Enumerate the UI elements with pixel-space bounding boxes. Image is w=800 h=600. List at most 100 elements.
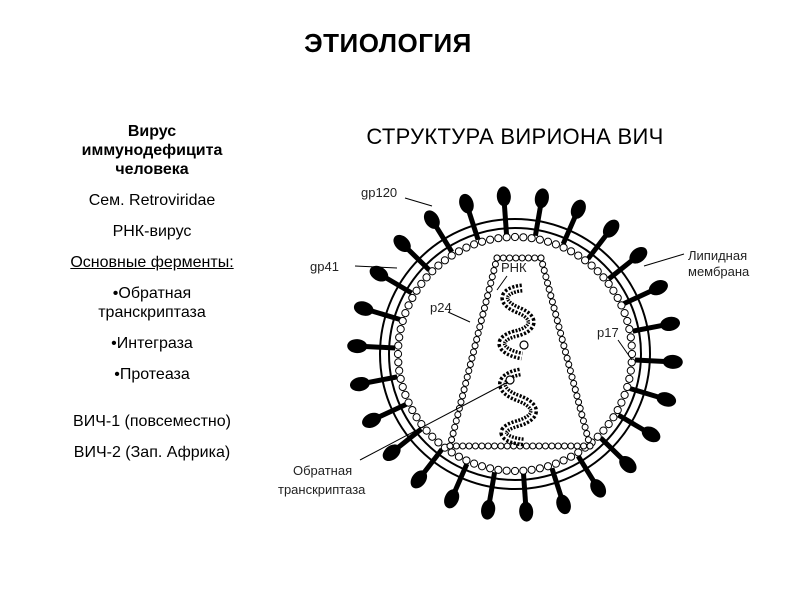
p24-bead bbox=[465, 367, 473, 375]
p17-bead bbox=[587, 261, 596, 270]
p24-bead bbox=[493, 254, 501, 262]
p24-bead bbox=[576, 404, 584, 412]
p24-bead bbox=[557, 329, 565, 337]
p24-bead bbox=[539, 260, 547, 268]
p24-bead bbox=[550, 304, 558, 312]
p24-bead bbox=[503, 442, 511, 450]
enzyme-integrase: •Интеграза bbox=[111, 335, 193, 352]
p17-bead bbox=[394, 358, 403, 367]
p17-bead bbox=[593, 432, 602, 441]
p24-bead bbox=[571, 386, 579, 394]
p17-bead bbox=[626, 366, 635, 375]
gp120-knob bbox=[656, 392, 677, 407]
p24-bead bbox=[537, 254, 545, 262]
gp41-stalk bbox=[421, 447, 444, 475]
gp41-stalk bbox=[598, 436, 624, 461]
p17-bead bbox=[428, 267, 437, 276]
p24-bead bbox=[568, 373, 576, 381]
p24-bead bbox=[560, 342, 568, 350]
gp120-knob bbox=[660, 316, 681, 332]
p24-bead bbox=[497, 442, 505, 450]
p17-bead bbox=[486, 464, 495, 473]
p17-bead bbox=[566, 247, 576, 256]
p24-bead bbox=[448, 436, 456, 444]
p17-bead bbox=[625, 374, 634, 383]
p17-bead bbox=[535, 235, 544, 244]
p17-bead bbox=[551, 240, 560, 249]
p24-bead bbox=[482, 298, 490, 306]
label-p24: p24 bbox=[430, 300, 452, 315]
rna-helix-2-core bbox=[501, 371, 535, 443]
virus-name-line-1: Вирус bbox=[127, 123, 177, 140]
p24-bead bbox=[565, 361, 573, 369]
p17-bead bbox=[527, 465, 536, 474]
p17-bead bbox=[574, 251, 583, 260]
gp41-stalk bbox=[377, 402, 408, 420]
glycoprotein-spikes bbox=[347, 186, 683, 522]
gp120-knob bbox=[570, 199, 586, 219]
p17-bead bbox=[559, 243, 568, 252]
enzymes-heading: Основные ферменты: bbox=[70, 254, 234, 271]
p17-bead bbox=[581, 256, 590, 265]
p17-bead bbox=[404, 398, 413, 407]
p17-bead bbox=[609, 413, 618, 422]
p24-bead bbox=[555, 323, 563, 331]
p17-bead bbox=[494, 465, 503, 474]
p17-bead bbox=[412, 286, 421, 295]
p24-bead bbox=[573, 392, 581, 400]
p17-bead bbox=[434, 438, 443, 447]
p24-bead bbox=[474, 329, 482, 337]
p24-bead bbox=[542, 273, 550, 281]
p24-bead bbox=[485, 285, 493, 293]
lipid-membrane-leader bbox=[643, 253, 685, 267]
p17-bead bbox=[412, 413, 421, 422]
p24-bead bbox=[471, 442, 479, 450]
p17-bead bbox=[551, 459, 560, 468]
p17-bead bbox=[494, 234, 503, 243]
p17-bead bbox=[627, 341, 636, 350]
gp120-knob bbox=[629, 246, 648, 264]
p17-bead bbox=[396, 325, 405, 334]
p17-bead bbox=[396, 374, 405, 383]
p24-bead bbox=[463, 373, 471, 381]
p17-bead bbox=[559, 456, 568, 465]
p24-bead bbox=[581, 423, 589, 431]
gp120-knob bbox=[590, 479, 607, 498]
gp120-knob bbox=[393, 234, 411, 253]
p17-bead bbox=[454, 452, 464, 461]
gp120-leader bbox=[404, 197, 433, 207]
p17-bead bbox=[408, 293, 417, 303]
capsid-beads bbox=[446, 254, 594, 450]
p17-bead bbox=[543, 237, 553, 246]
p17-leader bbox=[617, 339, 633, 361]
p24-bead bbox=[479, 310, 487, 318]
enzyme-reverse-transcriptase-line-2: транскриптаза bbox=[98, 304, 206, 321]
p24-bead bbox=[562, 348, 569, 356]
gp41-stalk bbox=[560, 215, 578, 246]
p24-bead bbox=[575, 398, 583, 406]
p17-bead bbox=[398, 382, 407, 392]
p17-bead bbox=[519, 233, 528, 242]
p24-bead bbox=[484, 292, 492, 300]
p17-bead bbox=[617, 301, 626, 310]
gp120-knob bbox=[382, 444, 401, 462]
p17-bead bbox=[434, 261, 443, 270]
p17-bead bbox=[502, 466, 511, 475]
label-lipid-membrane-line-2: мембрана bbox=[688, 264, 750, 279]
p17-bead bbox=[447, 448, 456, 457]
label-rna: РНК bbox=[501, 260, 527, 275]
p24-bead bbox=[457, 398, 465, 406]
gp41-stalk bbox=[466, 210, 481, 241]
inner-membrane bbox=[388, 227, 642, 481]
p17-bead bbox=[510, 232, 520, 242]
p24-bead bbox=[490, 267, 498, 275]
strain-hiv2: ВИЧ-2 (Зап. Африка) bbox=[73, 444, 231, 461]
p17-bead bbox=[566, 452, 576, 461]
label-reverse-transcriptase-line-1: Обратная bbox=[293, 463, 352, 478]
p24-bead bbox=[573, 442, 581, 450]
p17-bead bbox=[486, 235, 495, 244]
gp120-knob bbox=[534, 188, 549, 209]
p24-bead bbox=[473, 335, 481, 343]
p17-bead bbox=[398, 316, 407, 326]
gp120-knob bbox=[423, 210, 440, 229]
